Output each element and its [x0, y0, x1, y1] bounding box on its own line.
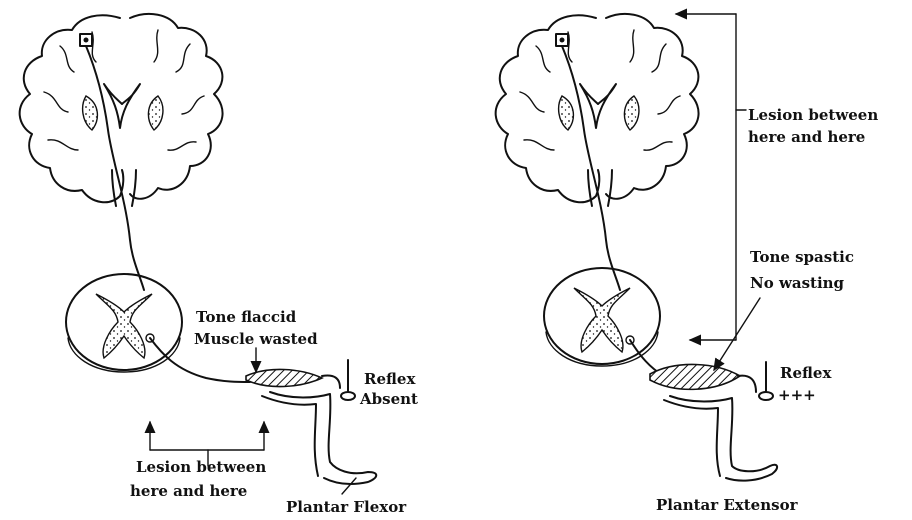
right-lesion-bracket — [676, 14, 746, 340]
left-lesion-line2: here and here — [130, 482, 247, 500]
left-reflex-value: Absent — [359, 390, 418, 408]
left-reflex-hammer — [341, 360, 355, 400]
right-muscle — [650, 364, 740, 389]
left-spinal-cord — [66, 274, 182, 372]
right-lesion-line2: here and here — [748, 128, 865, 146]
right-lesion-line1: Lesion between — [748, 106, 878, 124]
right-spinal-cord — [544, 268, 660, 366]
right-reflex-label: Reflex — [780, 364, 832, 382]
left-plantar-label: Plantar Flexor — [286, 498, 407, 516]
right-plantar-label: Plantar Extensor — [656, 496, 799, 514]
right-reflex-value: +++ — [778, 386, 816, 404]
left-tone-label: Tone flaccid — [196, 308, 297, 326]
left-brain — [20, 14, 223, 206]
left-upper-motor-axon — [86, 46, 144, 290]
right-leg — [664, 376, 777, 481]
left-plantar-pointer — [342, 478, 356, 494]
left-reflex-label: Reflex — [364, 370, 416, 388]
right-panel: Lesion between here and here Tone spasti… — [496, 14, 879, 514]
left-panel: Tone flaccid Muscle wasted Reflex Absent… — [20, 14, 418, 516]
left-wasted-muscle — [246, 369, 322, 386]
right-brain — [496, 14, 699, 206]
left-muscle-label: Muscle wasted — [194, 330, 318, 348]
right-upper-motor-axon — [562, 46, 620, 290]
right-muscle-pointer-arrow — [714, 298, 760, 370]
right-tone-label: Tone spastic — [750, 248, 854, 266]
right-wasting-label: No wasting — [750, 274, 845, 292]
right-reflex-hammer — [759, 362, 773, 400]
left-lesion-line1: Lesion between — [136, 458, 266, 476]
